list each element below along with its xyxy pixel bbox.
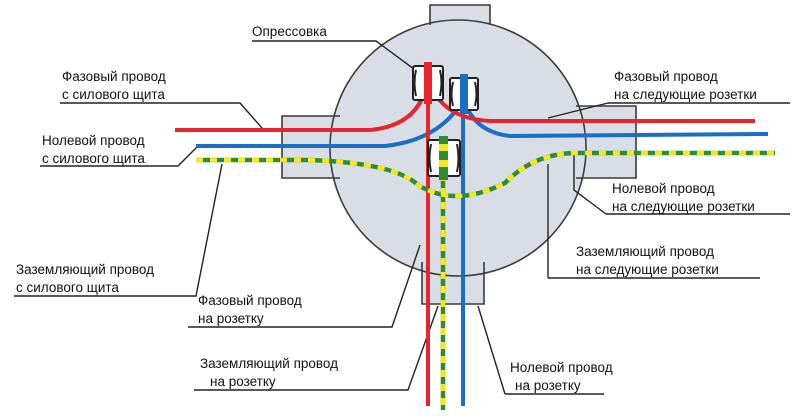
box-top-inlet-outline [429, 4, 491, 25]
label-neutral-next-line1: Нолевой провод [612, 181, 715, 196]
leader-ground-in [14, 163, 223, 297]
leader-crimp [252, 40, 419, 73]
ground-wire-in-stripe [196, 150, 775, 199]
leader-lines [14, 40, 790, 395]
label-ground-in-line1: Заземляющий провод [16, 262, 154, 277]
leader-phase-in [60, 102, 263, 129]
label-phase-in-line1: Фазовый провод [62, 69, 166, 84]
label-ground-socket-line1: Заземляющий провод [200, 356, 338, 371]
leader-ground-next [547, 164, 760, 279]
crimp-connector-ground [427, 136, 461, 180]
label-phase-socket-line1: Фазовый провод [198, 293, 302, 308]
label-ground-next-line1: Заземляющий провод [576, 244, 714, 259]
label-neutral-next-line2: на следующие розетки [612, 199, 755, 214]
label-phase-next-line2: на следующие розетки [614, 87, 757, 102]
box-right-inlet [578, 106, 636, 178]
label-neutral-in-line1: Нолевой провод [42, 133, 145, 148]
crimp-connector-neutral [449, 74, 479, 114]
crimp-connectors [412, 62, 479, 180]
label-neutral-socket-line2: на розетку [515, 378, 581, 393]
leader-neutral-in [40, 145, 199, 167]
crimp-connector-phase [412, 62, 444, 104]
label-ground-in-line2: с силового щита [16, 280, 119, 295]
label-neutral-socket-line1: Нолевой провод [510, 360, 613, 375]
label-crimp: Опрессовка [252, 24, 327, 39]
label-phase-next-line1: Фазовый провод [614, 69, 718, 84]
box-right-inlet-outline [576, 105, 637, 179]
labels: Опрессовка Фазовый провод с силового щит… [16, 24, 757, 393]
label-neutral-in-line2: с силового щита [42, 151, 145, 166]
leader-neutral-socket [477, 305, 604, 395]
ground-wires-yellow [196, 150, 775, 410]
leader-phase-socket [188, 244, 421, 328]
leader-neutral-next [573, 151, 790, 215]
label-ground-socket-line2: на розетку [210, 374, 276, 389]
label-phase-in-line2: с силового щита [62, 87, 165, 102]
label-ground-next-line2: на следующие розетки [576, 262, 719, 277]
label-phase-socket-line2: на розетку [198, 311, 264, 326]
leader-phase-next [547, 102, 790, 119]
box-bottom-inlet-outline [421, 262, 485, 305]
